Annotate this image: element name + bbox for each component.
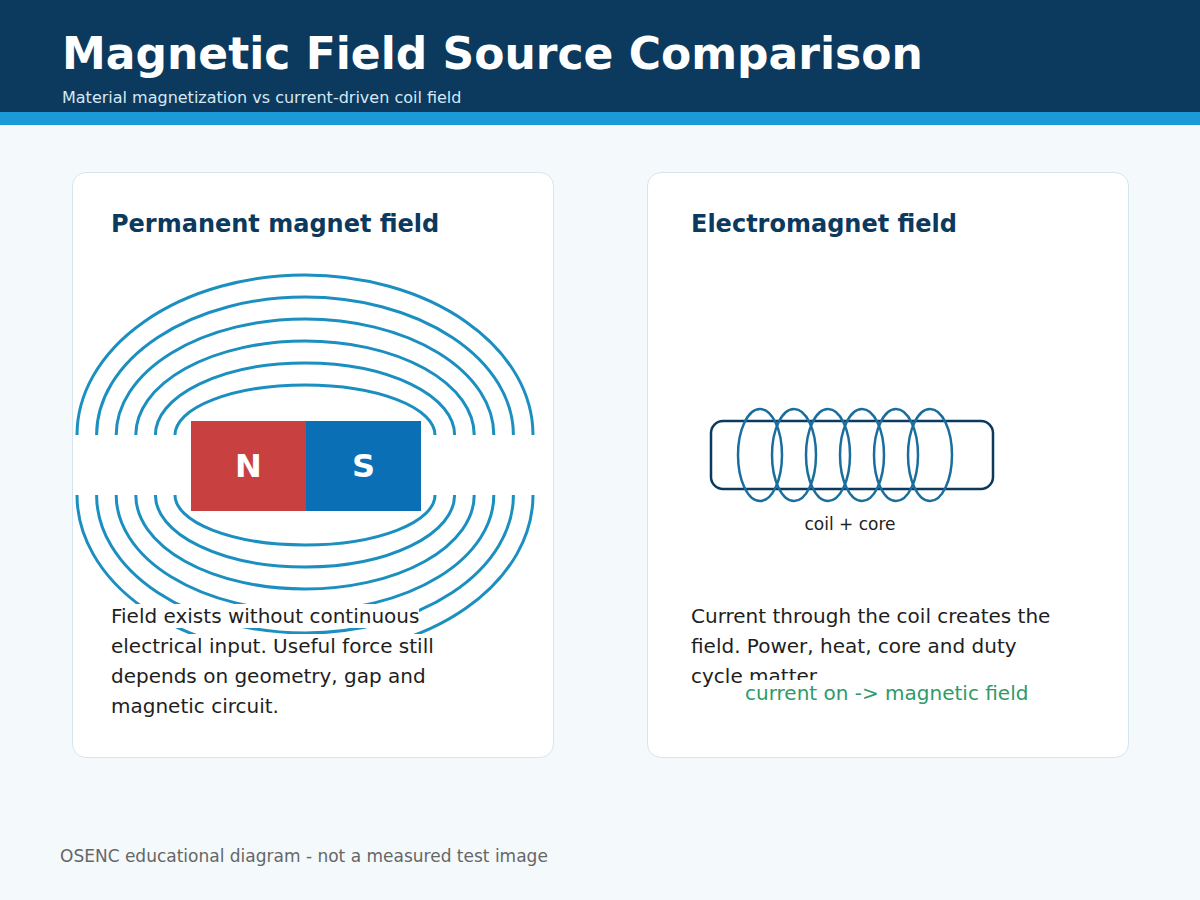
card-heading: Permanent magnet field [111,209,439,239]
card-body-text: Field exists without continuous electric… [111,604,434,718]
field-line [155,495,454,567]
page-title: Magnetic Field Source Comparison [62,28,923,80]
field-line [77,495,533,655]
comparison-card: Electromagnet fieldCurrent through the c… [647,172,1129,758]
field-line [136,495,474,589]
iron-core [711,421,993,489]
pole-letter: N [235,447,262,485]
field-line [175,495,435,545]
coil-turn [738,409,782,501]
magnet-pole: N [191,421,306,511]
coil-turn [908,409,952,501]
coil-turn [806,409,850,501]
field-line [155,363,454,435]
card-body-wrap: Field exists without continuous electric… [111,601,491,721]
header-band [0,0,1200,112]
field-line [97,495,514,633]
subtitle: Material magnetization vs current-driven… [62,88,461,109]
comparison-card: Permanent magnet fieldField exists witho… [72,172,554,758]
pole-letter: S [352,447,375,485]
arrow-label: current on -> magnetic field [745,680,1028,706]
field-line [116,495,494,611]
card-heading: Electromagnet field [691,209,957,239]
coil-turn [874,409,918,501]
coil-turn [772,409,816,501]
magnet-pole: S [306,421,421,511]
header-strip [0,112,1200,125]
field-line [175,385,435,435]
footer-note: OSENC educational diagram - not a measur… [60,845,548,867]
card-body-text: Current through the coil creates the fie… [691,604,1050,688]
field-line [77,275,533,435]
field-line [116,319,494,435]
card-body-wrap: Current through the coil creates the fie… [691,601,1066,691]
field-line [97,297,514,435]
coil-turn [840,409,884,501]
current-arrow [730,649,960,652]
field-line [136,341,474,435]
part-label: coil + core [804,513,895,535]
